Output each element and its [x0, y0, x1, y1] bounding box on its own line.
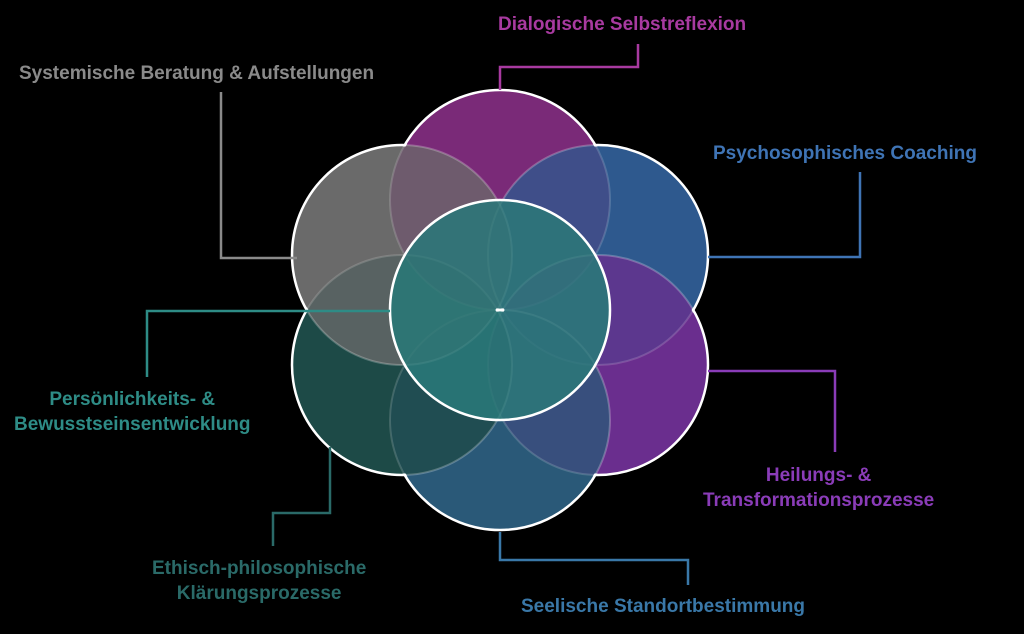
label-ethisch-line2: Klärungsprozesse — [176, 583, 342, 604]
connector-heilungs — [708, 369, 837, 452]
label-heilungs-line1: Heilungs- & — [765, 465, 872, 486]
label-dialogische-line1: Dialogische Selbstreflexion — [498, 14, 747, 35]
circle-outline-systemische — [290, 143, 514, 367]
label-seelische: Seelische Standortbestimmung — [521, 594, 805, 619]
connector-seelische — [498, 532, 690, 585]
label-psychosophisches: Psychosophisches Coaching — [713, 141, 977, 166]
label-heilungs: Heilungs- & Transformationsprozesse — [703, 463, 934, 513]
connector-psychosophisches — [708, 172, 862, 259]
label-ethisch-line1: Ethisch-philosophische — [152, 558, 367, 579]
circle-outline-ethisch — [290, 253, 514, 477]
connector-persoenlichkeits — [145, 309, 390, 377]
circle-outline-psychosophisches — [486, 143, 710, 367]
connector-systemische — [219, 92, 297, 260]
label-persoenlichkeits-line2: Bewusstseinsentwicklung — [14, 414, 251, 435]
label-psychosophisches-line1: Psychosophisches Coaching — [713, 143, 977, 164]
label-heilungs-line2: Transformationsprozesse — [703, 490, 935, 511]
label-persoenlichkeits: Persönlichkeits- & Bewusstseinsentwicklu… — [14, 387, 251, 437]
connector-ethisch — [271, 447, 332, 546]
circle-outline-heilungs — [486, 253, 710, 477]
label-dialogische: Dialogische Selbstreflexion — [498, 12, 746, 37]
label-systemische-line1: Systemische Beratung & Aufstellungen — [19, 63, 375, 84]
circle-outline-seelische — [388, 308, 612, 532]
label-ethisch: Ethisch-philosophische Klärungsprozesse — [152, 556, 366, 606]
label-seelische-line1: Seelische Standortbestimmung — [521, 596, 806, 617]
connector-dialogische — [498, 44, 640, 90]
label-systemische: Systemische Beratung & Aufstellungen — [19, 61, 374, 86]
label-persoenlichkeits-line1: Persönlichkeits- & — [49, 389, 216, 410]
